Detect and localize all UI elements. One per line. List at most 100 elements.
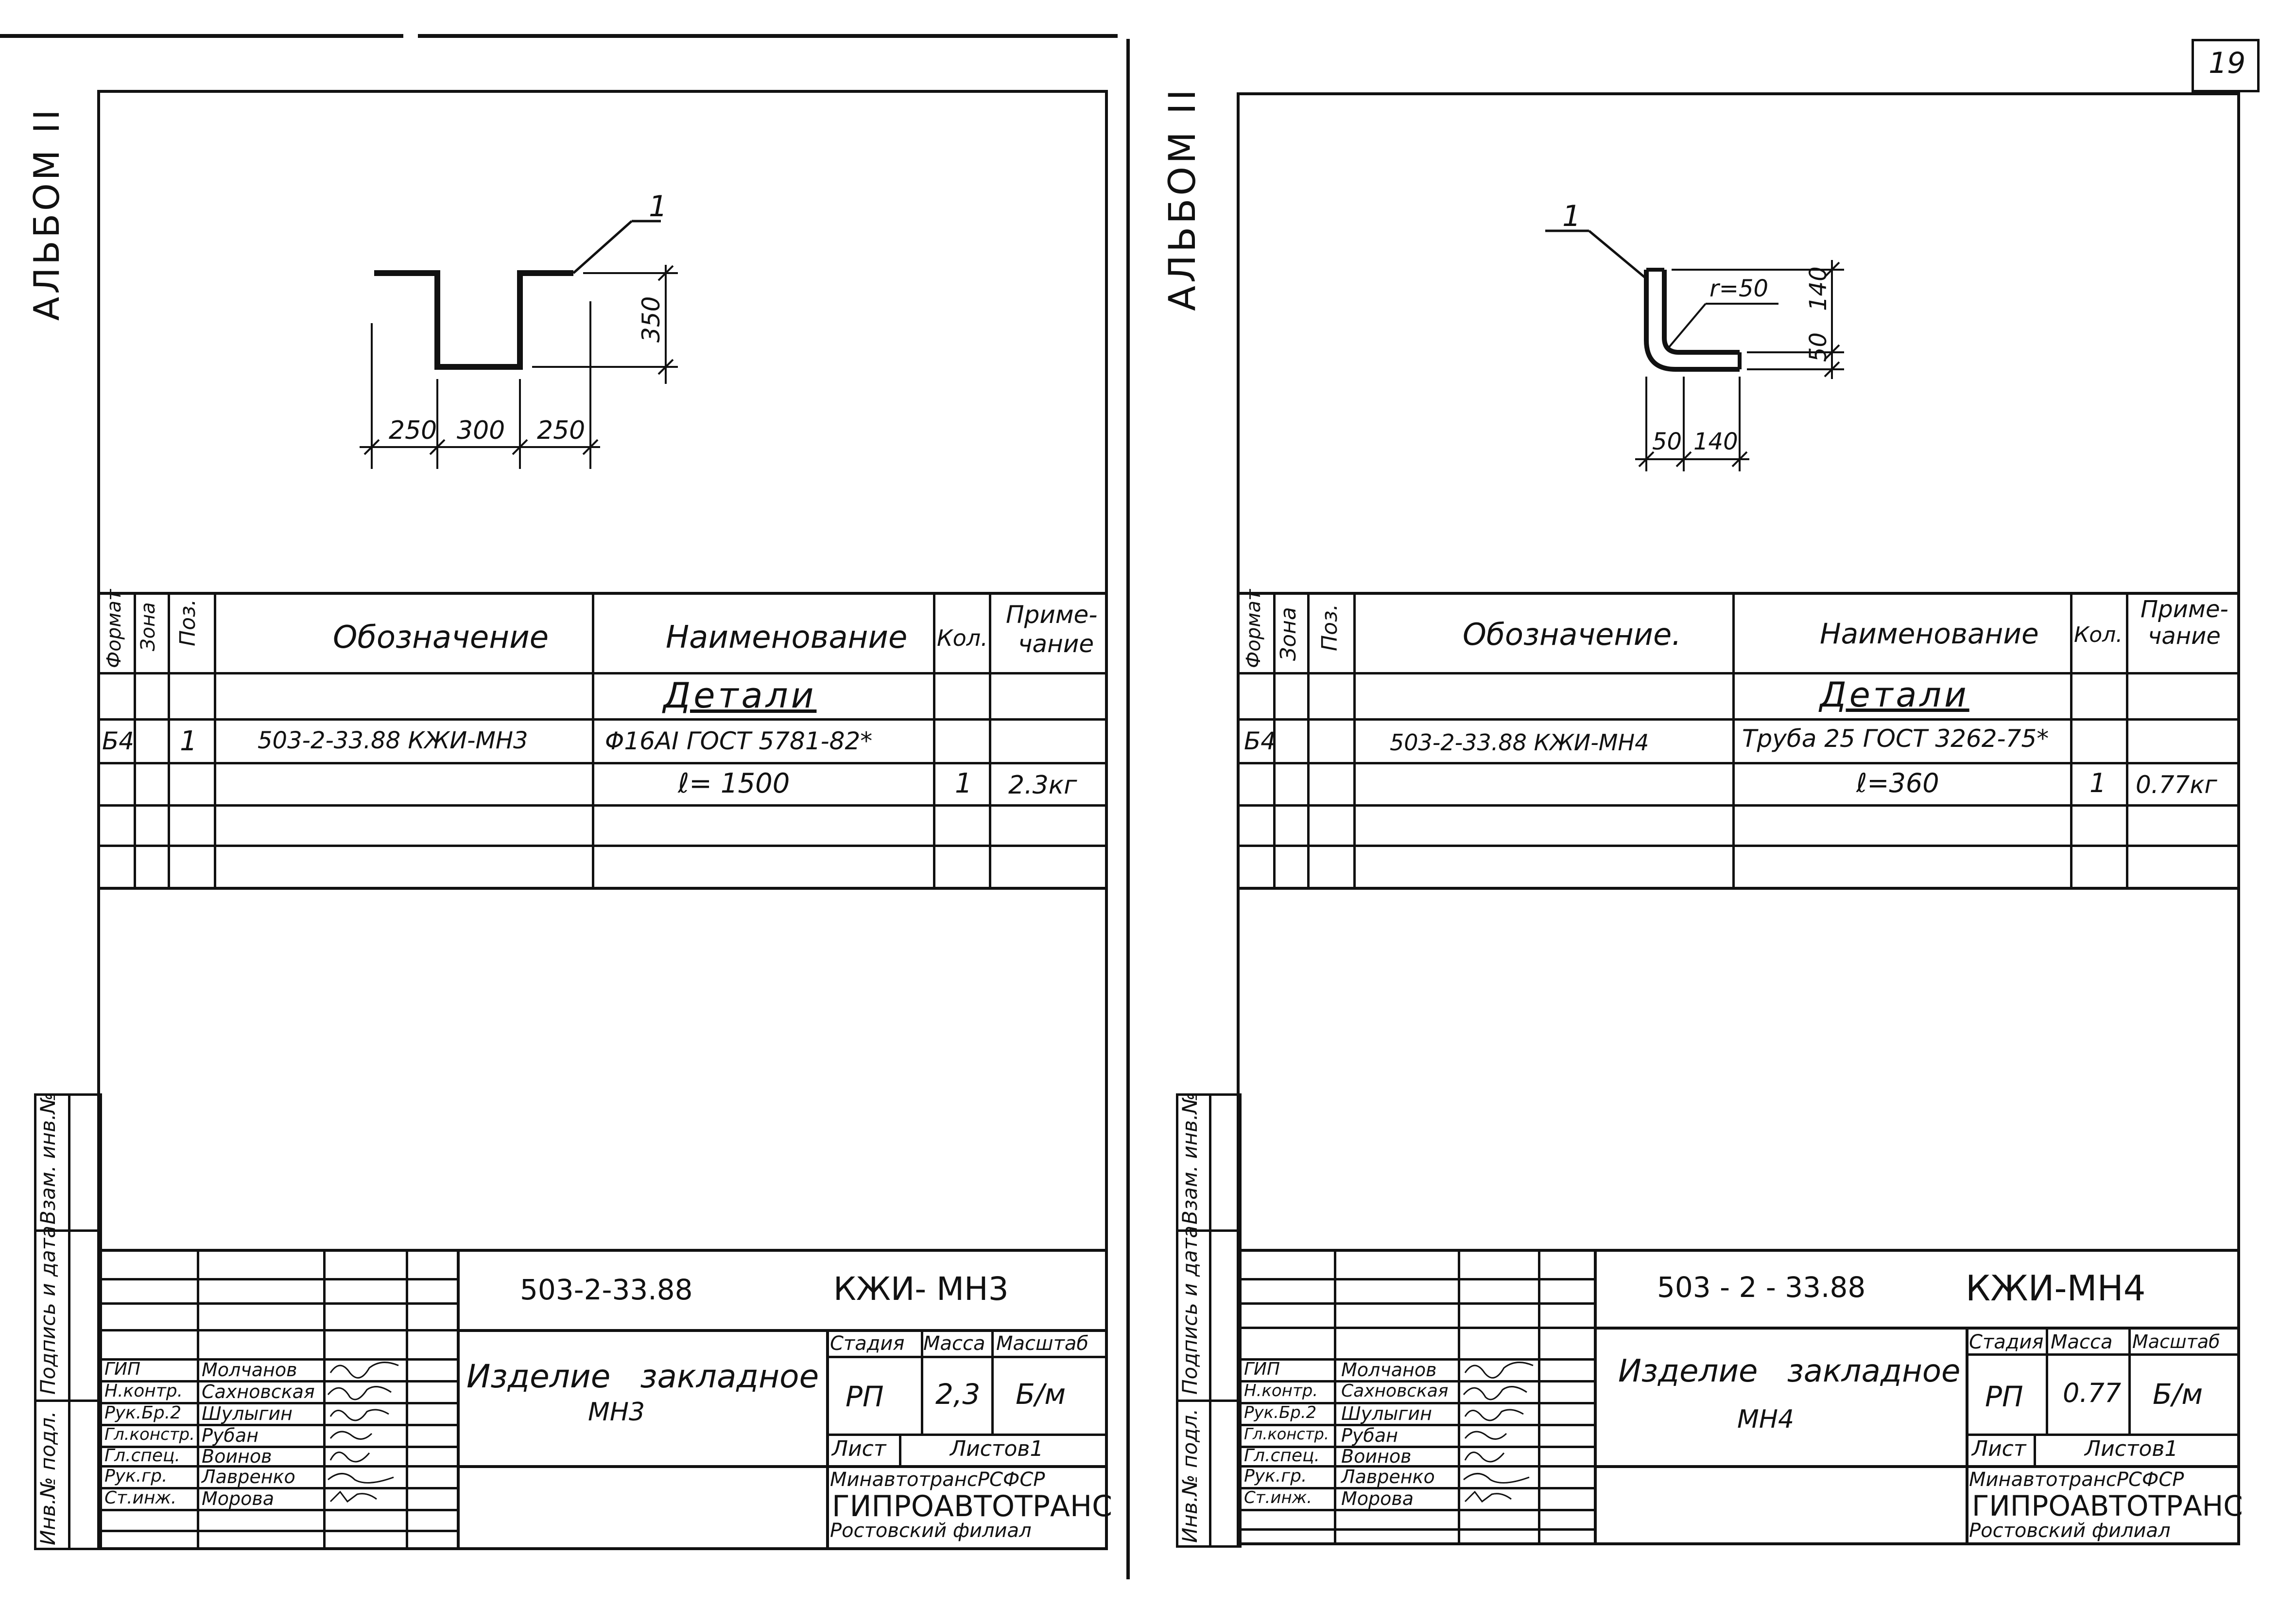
role-st-inzh: Ст.инж.: [104, 1488, 177, 1508]
header-qty: Кол.: [2074, 622, 2123, 647]
tb-sheet-label: Лист: [1972, 1436, 2026, 1461]
name-sakhnovskaya: Сахновская: [1341, 1381, 1449, 1401]
header-designation: Обозначение.: [1463, 617, 1681, 652]
page-number-box: [2192, 39, 2260, 92]
top-edge-line-mid: [418, 34, 1118, 38]
role-ruk-br: Рук.Бр.2: [104, 1403, 182, 1423]
row1-format: Б4: [102, 727, 135, 755]
header-format: Формат: [103, 589, 125, 668]
role-n-kontr: Н.контр.: [1244, 1381, 1318, 1400]
top-edge-line-left: [0, 34, 403, 38]
tb-mass: 0.77: [2063, 1378, 2122, 1408]
name-sakhnovskaya: Сахновская: [202, 1381, 315, 1402]
radius-label: r=50: [1709, 275, 1769, 302]
stamp-signature-date: Подпись и дата: [36, 1226, 60, 1395]
tb-title-line2: МН4: [1737, 1405, 1795, 1434]
name-lavrenko: Лавренко: [1341, 1466, 1435, 1487]
row2-note: 0.77кг: [2136, 771, 2217, 799]
header-note-1: Приме-: [2141, 596, 2228, 623]
drawing-frame: [1237, 92, 2240, 1545]
tb-stage: РП: [1985, 1380, 2023, 1413]
tb-sheets-label: Листов1: [2085, 1436, 2178, 1461]
tb-org1: МинавтотрансРСФСР: [1969, 1469, 2184, 1491]
tb-scale-label: Масштаб: [996, 1332, 1089, 1355]
tb-stage: РП: [846, 1380, 884, 1413]
row2-note: 2.3кг: [1008, 771, 1077, 800]
drawing-frame: [97, 90, 1108, 1550]
header-note-1: Приме-: [1006, 601, 1098, 629]
dim-140-bottom: 140: [1693, 428, 1738, 455]
header-note-2: чание: [2148, 622, 2221, 650]
row2-name: ℓ= 1500: [678, 768, 790, 799]
stamp-signature-date: Подпись и дата: [1178, 1226, 1202, 1395]
role-ruk-br: Рук.Бр.2: [1244, 1403, 1317, 1422]
stamp-inv-podl: Инв.№ подл.: [1178, 1408, 1202, 1543]
header-note-2: чание: [1018, 630, 1094, 658]
row1-designation: 503-2-33.88 КЖИ-МН4: [1390, 729, 1649, 756]
role-gl-spec: Гл.спец.: [1244, 1446, 1320, 1466]
album-label: АЛЬБОМ II: [26, 106, 67, 321]
tb-scale: Б/м: [1016, 1378, 1066, 1411]
header-designation: Обозначение: [333, 620, 549, 656]
dim-250-left: 250: [389, 416, 437, 445]
position-label: 1: [649, 190, 668, 224]
stamp-inv-podl: Инв.№ подл.: [36, 1411, 60, 1545]
name-shulygin: Шулыгин: [1341, 1403, 1432, 1424]
role-n-kontr: Н.контр.: [104, 1381, 183, 1401]
tb-title-line2: МН3: [588, 1398, 645, 1427]
tb-org3: Ростовский филиал: [830, 1520, 1032, 1542]
dim-50-right: 50: [1805, 332, 1832, 362]
tb-mass-label: Масса: [923, 1332, 985, 1355]
tb-mass: 2,3: [935, 1378, 981, 1411]
position-label: 1: [1562, 199, 1581, 233]
album-label: АЛЬБОМ II: [1160, 86, 1204, 311]
role-gl-spec: Гл.спец.: [104, 1446, 180, 1466]
header-zone: Зона: [1276, 607, 1301, 661]
tb-code: 503-2-33.88: [520, 1273, 693, 1306]
name-morova: Морова: [1341, 1488, 1414, 1509]
name-morova: Морова: [202, 1488, 275, 1509]
row2-qty: 1: [955, 768, 972, 799]
tb-mark: КЖИ-МН4: [1966, 1268, 2146, 1309]
tb-mark: КЖИ- МН3: [833, 1270, 1009, 1308]
name-ruban: Рубан: [1341, 1425, 1398, 1446]
name-lavrenko: Лавренко: [202, 1466, 295, 1487]
row1-name: Труба 25 ГОСТ 3262-75*: [1742, 725, 2049, 753]
role-gip: ГИП: [104, 1359, 141, 1379]
tb-org2: ГИПРОАВТОТРАНС: [1972, 1489, 2243, 1522]
header-pos: Поз.: [1317, 604, 1342, 651]
stamp-vzam-inv: Взам. инв.№: [1178, 1092, 1202, 1225]
role-gip: ГИП: [1244, 1359, 1280, 1379]
tb-title-line1: Изделие закладное: [1618, 1353, 1961, 1389]
tb-code: 503 - 2 - 33.88: [1657, 1271, 1866, 1304]
header-format: Формат: [1243, 589, 1265, 668]
dim-250-right: 250: [537, 416, 586, 445]
header-name: Наименование: [666, 620, 908, 656]
header-zone: Зона: [137, 602, 159, 651]
dim-50-bottom: 50: [1652, 428, 1682, 455]
section-title: Детали: [663, 675, 817, 716]
tb-org1: МинавтотрансРСФСР: [830, 1469, 1045, 1491]
name-voinov: Воинов: [202, 1446, 272, 1467]
role-gl-konstr: Гл.констр.: [104, 1425, 195, 1444]
tb-stage-label: Стадия: [830, 1332, 905, 1355]
dim-height: 350: [637, 296, 665, 343]
tb-mass-label: Масса: [2051, 1331, 2113, 1353]
header-name: Наименование: [1820, 617, 2039, 650]
tb-sheet-label: Лист: [832, 1436, 886, 1461]
name-molchanov: Молчанов: [202, 1359, 297, 1381]
row2-name: ℓ=360: [1856, 768, 1939, 798]
row1-designation: 503-2-33.88 КЖИ-МН3: [258, 727, 528, 754]
header-pos: Поз.: [175, 599, 200, 646]
row1-format: Б4: [1244, 727, 1277, 755]
stamp-vzam-inv: Взам. инв.№: [36, 1092, 60, 1225]
name-shulygin: Шулыгин: [202, 1403, 293, 1424]
page-number: 19: [2209, 46, 2246, 80]
tb-title-line1: Изделие закладное: [466, 1358, 819, 1395]
row1-pos: 1: [180, 726, 197, 757]
role-st-inzh: Ст.инж.: [1244, 1488, 1312, 1507]
row1-name: Φ16AI ГОСТ 5781-82*: [605, 727, 873, 755]
tb-sheets-label: Листов1: [950, 1436, 1044, 1461]
name-voinov: Воинов: [1341, 1446, 1412, 1467]
tb-org3: Ростовский филиал: [1969, 1520, 2171, 1542]
